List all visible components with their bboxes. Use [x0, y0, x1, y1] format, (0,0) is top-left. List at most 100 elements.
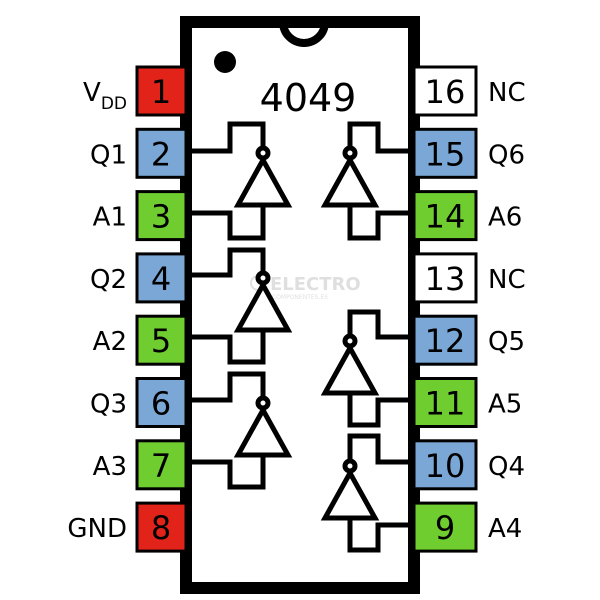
pin-10-box [412, 439, 478, 491]
pin-4-label-main: Q2 [90, 265, 127, 295]
pin-11-number: 11 [425, 385, 466, 423]
pin-12: 12 Q5 [412, 314, 525, 366]
pin-7-box [135, 439, 188, 491]
pin-12-number: 12 [425, 322, 466, 360]
pin-6: 6 Q3 [90, 377, 188, 428]
pin-4-label: Q2 [90, 265, 127, 295]
pin-12-box [412, 314, 478, 366]
pin-5-label-main: A2 [93, 327, 127, 357]
pin-3-box [135, 190, 188, 242]
pin-6-label-main: Q3 [90, 390, 127, 420]
wire-gate5-input [347, 393, 408, 428]
pin-8-number: 8 [151, 509, 171, 547]
pin-6-number: 6 [151, 385, 171, 423]
pin-8: 8 GND [67, 501, 188, 553]
pin-12-label: Q5 [488, 327, 525, 357]
chip-notch [279, 21, 329, 47]
inverter-wiring [192, 121, 408, 553]
pin-4-number: 4 [151, 260, 171, 298]
pin-1-label-main: V [83, 78, 101, 108]
inverter-gate6-triangle [320, 154, 380, 208]
pin-11-box [412, 377, 478, 428]
inverter-gate3-bubble [255, 395, 271, 411]
pin1-indicator-dot [214, 51, 236, 73]
pin-14-number: 14 [425, 198, 466, 236]
pin-8-label-main: GND [67, 514, 127, 544]
pin-1-label-sub: DD [101, 94, 127, 114]
inverter-gate1-bubble [255, 145, 271, 161]
pin-8-label: GND [67, 514, 127, 544]
wire-gate1-output [192, 121, 266, 155]
pin-9-number: 9 [435, 509, 455, 547]
pin-7-label: A3 [93, 452, 127, 482]
pin-3-label-main: A1 [93, 203, 127, 233]
inverter-gate5-triangle [320, 342, 380, 396]
wire-gate1-input [192, 205, 266, 241]
pin-2-box [135, 127, 188, 179]
pin-4-box [135, 252, 188, 304]
pin-9: 9 A4 [412, 501, 522, 553]
inverter-gate2-triangle [233, 279, 293, 333]
left-pin-column: 1 VDD 2 Q1 3 A1 4 Q2 5 A2 6 Q3 7 A3 8 GND [67, 65, 188, 553]
part-number: 4049 [260, 76, 357, 120]
watermark-text: ELECTRO [270, 274, 361, 295]
pin-13-label: NC [488, 265, 526, 295]
wire-gate3-input [192, 455, 266, 490]
pin-9-label: A4 [488, 514, 522, 544]
pin-14-box [412, 190, 478, 242]
pin-16-box [412, 65, 478, 117]
pin-1: 1 VDD [83, 65, 188, 117]
inverter-gate3-triangle [233, 404, 293, 458]
wire-gate5-output [347, 309, 408, 343]
pin-14: 14 A6 [412, 190, 522, 242]
pin-15-label: Q6 [488, 140, 525, 170]
wire-gate4-input [347, 518, 408, 553]
pin-9-box [412, 501, 478, 553]
pin-16-label: NC [488, 78, 526, 108]
inverter-gate4-triangle [320, 467, 380, 521]
inverter-gate2-bubble [255, 270, 271, 286]
pin-7-label-main: A3 [93, 452, 127, 482]
inverter-gate6-bubble [342, 145, 358, 161]
wire-gate6-input [347, 205, 408, 241]
pin-5: 5 A2 [93, 314, 188, 366]
wire-gate2-input [192, 330, 266, 365]
wire-gate3-output [192, 371, 266, 405]
pin-5-box [135, 314, 188, 366]
pin-3: 3 A1 [93, 190, 188, 242]
pin-15-number: 15 [425, 135, 466, 173]
pin-10-number: 10 [425, 447, 466, 485]
pin-8-box [135, 501, 188, 553]
pin-7-number: 7 [151, 447, 171, 485]
pin-1-number: 1 [151, 73, 171, 111]
pin-1-box [135, 65, 188, 117]
pin-2: 2 Q1 [90, 127, 188, 179]
pin-13-number: 13 [425, 260, 466, 298]
pin-13-box [412, 252, 478, 304]
pin-2-number: 2 [151, 135, 171, 173]
wire-gate6-output [347, 121, 408, 155]
pin-4: 4 Q2 [90, 252, 188, 304]
wire-gate2-output [192, 247, 266, 280]
inverter-gate1-triangle [233, 154, 293, 208]
inverter-gate5-bubble [342, 333, 358, 349]
pin-6-label: Q3 [90, 390, 127, 420]
watermark-subtext: COMPONENTES.ES [272, 294, 328, 301]
pin-14-label: A6 [488, 203, 522, 233]
pin-1-label: VDD [83, 78, 127, 114]
chip-body [180, 16, 420, 594]
wire-gate4-output [347, 433, 408, 468]
pin-10-label: Q4 [488, 452, 525, 482]
pin-15: 15 Q6 [412, 127, 525, 179]
pin-5-number: 5 [151, 322, 171, 360]
pin-11-label: A5 [488, 390, 522, 420]
pin-5-label: A2 [93, 327, 127, 357]
pin-3-number: 3 [151, 198, 171, 236]
pin-2-label: Q1 [90, 140, 127, 170]
pin-7: 7 A3 [93, 439, 188, 491]
inverter-symbols [233, 145, 380, 521]
pin-6-box [135, 377, 188, 428]
